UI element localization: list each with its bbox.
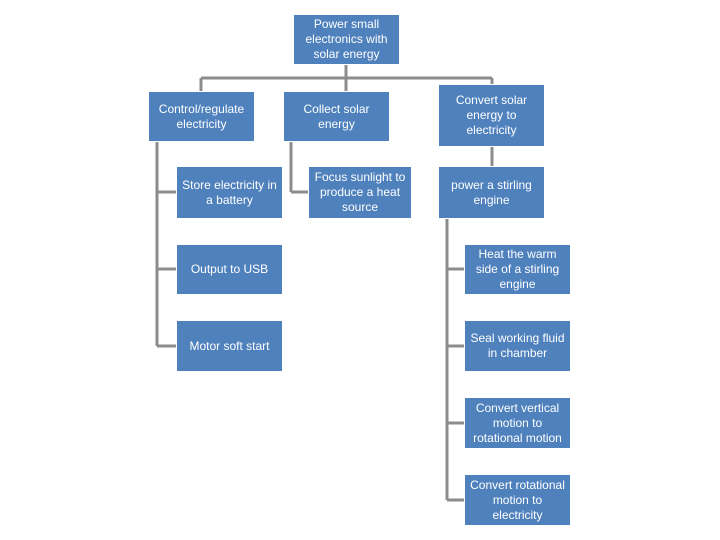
child-node-focus-sunlight: Focus sunlight to produce a heat source — [308, 166, 412, 219]
child-node-heat-warm-side: Heat the warm side of a stirling engine — [464, 244, 571, 295]
child-node-output-usb: Output to USB — [176, 244, 283, 295]
child-node-stirling-engine: power a stirling engine — [438, 166, 545, 219]
root-node: Power small electronics with solar energ… — [293, 14, 400, 65]
child-node-motor-soft-start: Motor soft start — [176, 320, 283, 372]
child-node-store-battery: Store electricity in a battery — [176, 166, 283, 219]
child-node-rotational-to-electricity: Convert rotational motion to electricity — [464, 474, 571, 526]
branch-node-collect: Collect solar energy — [283, 91, 390, 142]
branch-node-convert: Convert solar energy to electricity — [438, 84, 545, 147]
child-node-seal-fluid: Seal working fluid in chamber — [464, 320, 571, 372]
child-node-vertical-to-rotational: Convert vertical motion to rotational mo… — [464, 397, 571, 449]
branch-node-control: Control/regulate electricity — [148, 91, 255, 142]
